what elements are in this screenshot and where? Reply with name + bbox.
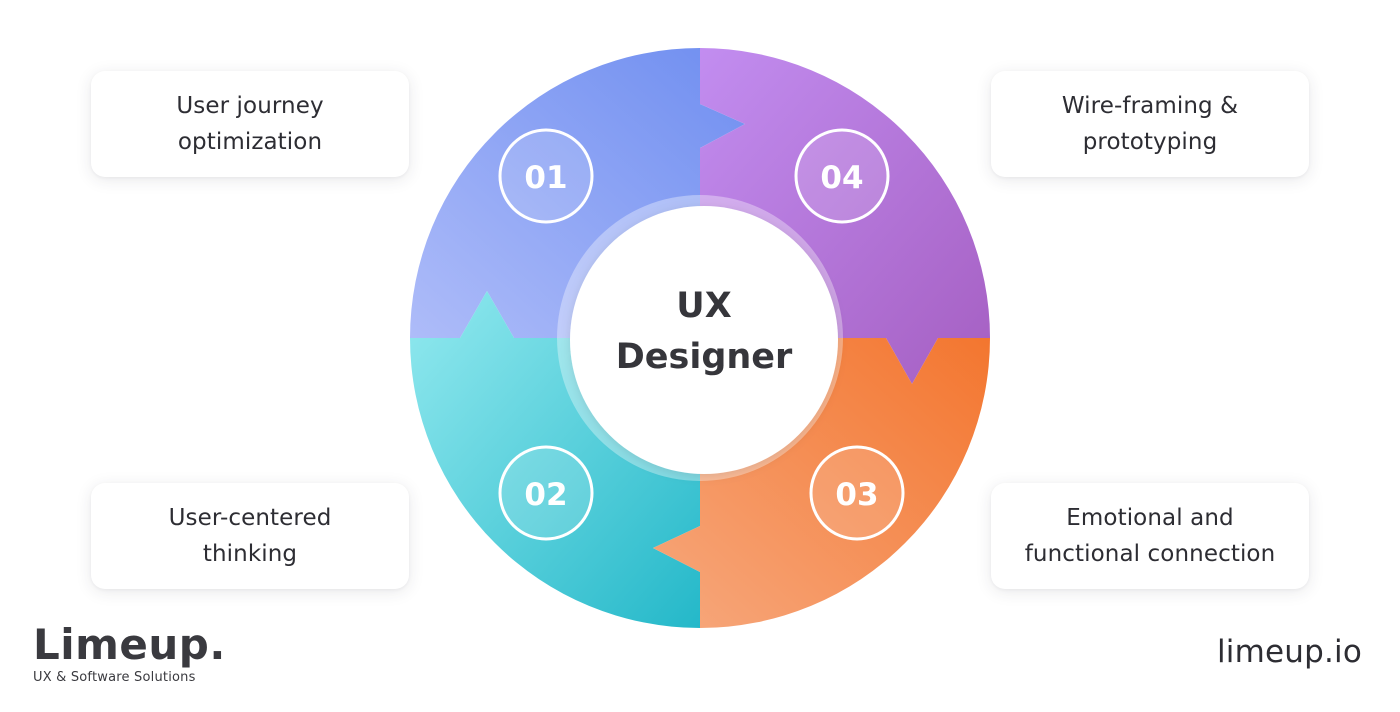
card-1-line2: optimization — [177, 129, 323, 155]
center-title-line2: Designer — [616, 337, 793, 377]
step-number-03: 03 — [835, 477, 878, 513]
card-2-line1: User-centered — [168, 505, 332, 531]
badge-02: 02 — [498, 445, 594, 541]
card-user-journey: User journey optimization — [91, 71, 409, 177]
card-3-line1: Emotional and — [1066, 505, 1234, 531]
card-user-centered: User-centered thinking — [91, 483, 409, 589]
card-4-line1: Wire-framing & — [1061, 93, 1239, 119]
card-4-line2: prototyping — [1082, 129, 1218, 155]
step-number-02: 02 — [524, 477, 567, 513]
badge-04: 04 — [794, 128, 890, 224]
brand-name: Limeup. — [33, 620, 226, 669]
badge-01: 01 — [498, 128, 594, 224]
step-number-04: 04 — [820, 160, 863, 196]
card-2-line2: thinking — [202, 541, 298, 567]
card-emotional-connection: Emotional and functional connection — [991, 483, 1309, 589]
site-url: limeup.io — [1216, 634, 1362, 670]
card-3-line2: functional connection — [1024, 541, 1276, 567]
card-1-line1: User journey — [176, 93, 324, 119]
brand-tagline: UX & Software Solutions — [33, 670, 196, 685]
center-circle — [570, 206, 838, 474]
card-wireframing: Wire-framing & prototyping — [991, 71, 1309, 177]
step-number-01: 01 — [524, 160, 567, 196]
badge-03: 03 — [809, 445, 905, 541]
center-title-line1: UX — [676, 286, 731, 326]
brand-logo: Limeup. UX & Software Solutions — [33, 620, 226, 686]
